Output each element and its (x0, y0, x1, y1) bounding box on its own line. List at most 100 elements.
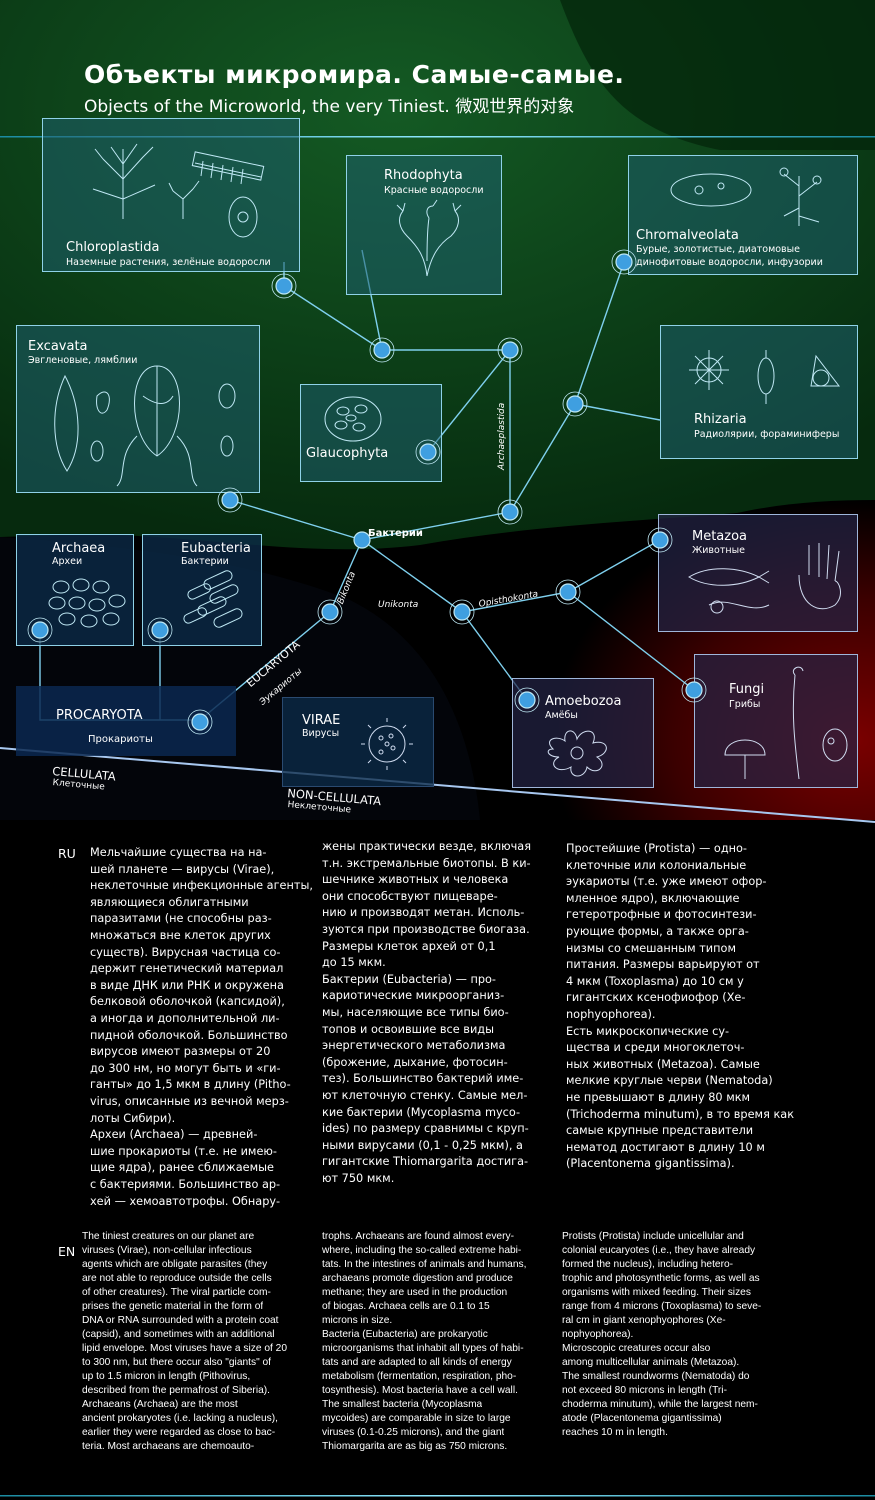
eubacteria-label: Eubacteria (181, 541, 251, 556)
body-text-line: tats and are adapted to all kinds of ene… (322, 1357, 512, 1368)
body-text-line: в виде ДНК или РНК и окружена (90, 978, 284, 992)
body-text-line: гигантские Thiomargarita достига- (322, 1155, 529, 1169)
virae-sub: Вирусы (302, 728, 340, 739)
body-text-line: Thiomargarita are as big as 750 microns. (322, 1441, 508, 1452)
body-text-line: nophyophorea). (566, 1008, 656, 1021)
glaucophyta-box (300, 384, 442, 482)
body-text-line: ют клеточную стенку. Самые мел- (322, 1089, 528, 1102)
body-text-line: кариотические микроорганиз- (322, 989, 505, 1003)
virae-box (282, 697, 434, 787)
glaucophyte-cell-icon (324, 396, 382, 442)
body-text-line: of other creatures). The viral particle … (82, 1287, 271, 1298)
body-text-line: Есть микроскопические су- (566, 1024, 730, 1038)
body-text-line: ных животных (Metazoa). Самые (566, 1057, 760, 1071)
body-text-line: prises the genetic material in the form … (82, 1301, 264, 1312)
red-alga-icon (396, 199, 462, 277)
paramecium-icon (670, 167, 822, 226)
rhizaria-box (660, 325, 858, 459)
page-title: Объекты микромира. Самые-самые. (84, 60, 625, 89)
body-text-line: formed the nucleus), including hetero- (562, 1259, 734, 1270)
body-text-line: до 300 нм, но могут быть и «ги- (90, 1061, 281, 1075)
procaryota-sub: Прокариоты (88, 734, 153, 745)
fungi-sub: Грибы (729, 699, 761, 710)
body-text-line: не превышают в длину 80 мкм (566, 1091, 751, 1104)
body-text-line: to 300 nm, but there occur also "giants"… (82, 1357, 272, 1368)
body-text-line: шечнике животных и человека (322, 873, 509, 887)
lang-en: EN (58, 1244, 76, 1259)
body-text-line: существ). Вирусная частица со- (90, 945, 281, 959)
body-text-line: (Trichoderma minutum), в то время как (566, 1107, 794, 1121)
page-subtitle: Objects of the Microworld, the very Tini… (84, 97, 575, 117)
body-text-line: reaches 10 m in length. (562, 1427, 668, 1438)
body-text-line: белковой оболочкой (капсидой), (90, 995, 285, 1009)
body-text-line: Protists (Protista) include unicellular … (562, 1231, 744, 1242)
body-text-line: (capsid), and sometimes with an addition… (82, 1329, 275, 1340)
body-text-line: мы, населяющие все типы био- (322, 1006, 509, 1019)
plant-icon (92, 143, 265, 238)
radiolaria-icon (689, 350, 841, 404)
body-text-line: ют 750 мкм. (322, 1172, 395, 1185)
body-text-line: тез). Большинство бактерий име- (322, 1072, 524, 1086)
branch-unikonta: Unikonta (378, 600, 419, 610)
amoebozoa-sub: Амёбы (545, 710, 578, 721)
procaryota-label: PROCARYOTA (56, 708, 143, 723)
body-text-line: хей — хемоавтотрофы. Обнару- (90, 1194, 281, 1208)
body-text-line: мелкие круглые черви (Nematoda) (566, 1074, 773, 1088)
body-text-line: Bacteria (Eubacteria) are prokaryotic (322, 1329, 488, 1340)
body-text-line: зуются при производстве биогаза. (322, 923, 530, 936)
body-text-line: Бактерии (Eubacteria) — про- (322, 972, 496, 986)
fungi-box (694, 654, 858, 788)
fungi-label: Fungi (729, 682, 765, 697)
body-text-line: nophyophorea). (562, 1329, 634, 1340)
body-text-line: питания. Размеры варьируют от (566, 958, 760, 972)
body-text-line: teria. Most archaeans are chemoauto- (82, 1441, 255, 1452)
body-text-line: (брожение, дыхание, фотосин- (322, 1055, 508, 1069)
body-text-line: а иногда и дополнительной ли- (90, 1012, 280, 1025)
body-text-line: множаться вне клеток других (90, 929, 271, 942)
body-text-line: range from 4 microns (Toxoplasma) to sev… (562, 1301, 762, 1312)
body-text-line: ides) по размеру сравнимы с круп- (322, 1122, 529, 1136)
animals-icon (688, 543, 841, 614)
archaea-cells-icon (48, 578, 126, 628)
body-text-line: agents which are obligate parasites (the… (82, 1259, 268, 1270)
body-text-line: lipid envelope. Most viruses have a size… (82, 1343, 287, 1354)
metazoa-label: Metazoa (692, 529, 748, 544)
body-text-line: earlier they were regarded as close to b… (82, 1427, 276, 1438)
body-text-line: The smallest bacteria (Mycoplasma (322, 1399, 483, 1410)
bacteria-rods-icon (183, 570, 243, 628)
body-text-line: atode (Placentonema gigantissima) (562, 1413, 722, 1424)
body-text-line: trophic and photosynthetic forms, as wel… (562, 1273, 760, 1284)
body-text-line: (Placentonema gigantissima). (566, 1157, 735, 1171)
body-text-line: неклеточные инфекционные агенты, (90, 879, 313, 893)
rhodophyta-label: Rhodophyta (384, 168, 463, 183)
excavata-label: Excavata (28, 339, 88, 354)
body-text-line: where, including the so-called extreme h… (322, 1245, 522, 1256)
body-text-line: archaeans promote digestion and produce (322, 1273, 513, 1284)
body-text-line: держит генетический материал (90, 962, 284, 976)
body-text-line: viruses (Virae), non-cellular infectious (82, 1245, 252, 1256)
body-text-line: щества и среди многоклеточ- (566, 1041, 745, 1055)
body-text-line: tosynthesis). Most bacteria have a cell … (322, 1385, 518, 1396)
body-text-line: Размеры клеток архей от 0,1 (322, 939, 496, 953)
body-text-line: гетеротрофные и фотосинтези- (566, 908, 757, 922)
body-text-line: энергетического метаболизма (322, 1039, 506, 1053)
body-text-line: пидной оболочкой. Большинство (90, 1028, 288, 1042)
body-text-line: tats. In the intestines of animals and h… (322, 1259, 527, 1270)
body-text-line: рующие формы, а также орга- (566, 925, 749, 938)
body-text-line: жены практически везде, включая (322, 840, 532, 853)
rhizaria-sub: Радиолярии, фораминиферы (694, 429, 840, 440)
archaea-label: Archaea (52, 541, 106, 556)
body-text-line: are not able to reproduce outside the ce… (82, 1273, 272, 1284)
body-text-line: т.н. экстремальные биотопы. В ки- (322, 856, 531, 870)
chloroplastida-sub: Наземные растения, зелёные водоросли (66, 257, 271, 268)
body-text-line: Microscopic creatures occur also (562, 1343, 711, 1354)
body-text-line: DNA or RNA surrounded with a protein coa… (82, 1315, 279, 1326)
body-text-line: described from the permafrost of Siberia… (82, 1385, 270, 1396)
metazoa-sub: Животные (692, 545, 745, 556)
body-text-line: ганты» до 1,5 мкм в длину (Pitho- (90, 1078, 291, 1092)
chromalveolata-sub1: Бурые, золотистые, диатомовые (636, 244, 800, 255)
body-text-line: шие прокариоты (т.е. не имею- (90, 1144, 277, 1158)
body-text-line: эукариоты (т.е. уже имеют офор- (566, 875, 767, 889)
body-text-line: ral cm in giant xenophyophores (Xe- (562, 1315, 726, 1326)
body-text-line: нию и производят метан. Исполь- (322, 906, 525, 920)
